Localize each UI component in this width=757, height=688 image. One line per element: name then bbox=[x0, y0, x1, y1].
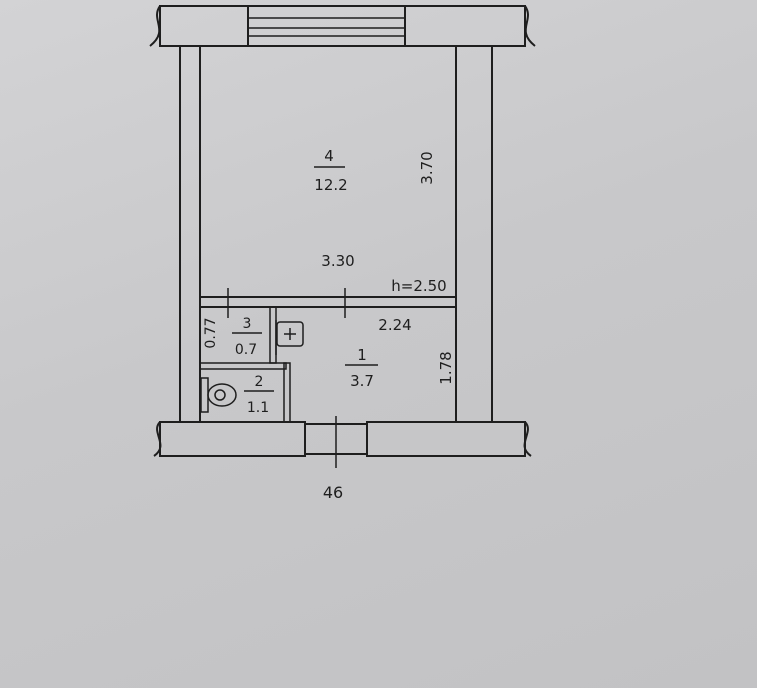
room-area: 3.7 bbox=[350, 372, 374, 390]
entrance-label: 46 bbox=[323, 483, 343, 502]
interior-partition bbox=[199, 288, 457, 318]
room-2-label: 2 1.1 bbox=[244, 374, 274, 416]
room-area: 0.7 bbox=[235, 342, 257, 358]
ceiling-height-label: h=2.50 bbox=[391, 277, 446, 295]
sink-icon bbox=[276, 321, 304, 347]
top-wall bbox=[149, 5, 536, 47]
room-4-label: 4 12.2 bbox=[314, 147, 348, 194]
dimension-room1-length: 1.78 bbox=[437, 351, 455, 384]
dimension-room4-length: 3.70 bbox=[418, 151, 436, 184]
dimension-room3-width: 0.77 bbox=[203, 317, 219, 348]
room-number: 3 bbox=[243, 316, 252, 332]
room-number: 4 bbox=[324, 147, 334, 165]
room-3-label: 3 0.7 bbox=[232, 316, 262, 358]
entrance-door bbox=[304, 416, 368, 468]
dimension-room1-width: 2.24 bbox=[378, 316, 411, 334]
bathroom-partitions bbox=[199, 306, 291, 423]
dimension-room4-width: 3.30 bbox=[321, 252, 354, 270]
room-number: 2 bbox=[255, 374, 264, 390]
toilet-icon bbox=[200, 377, 237, 413]
room-area: 1.1 bbox=[247, 400, 269, 416]
right-wall bbox=[455, 45, 493, 423]
room-number: 1 bbox=[357, 346, 367, 364]
bottom-wall bbox=[153, 421, 532, 457]
room-area: 12.2 bbox=[314, 176, 347, 194]
room-1-label: 1 3.7 bbox=[345, 346, 378, 390]
window bbox=[247, 5, 406, 47]
left-wall bbox=[179, 45, 201, 423]
